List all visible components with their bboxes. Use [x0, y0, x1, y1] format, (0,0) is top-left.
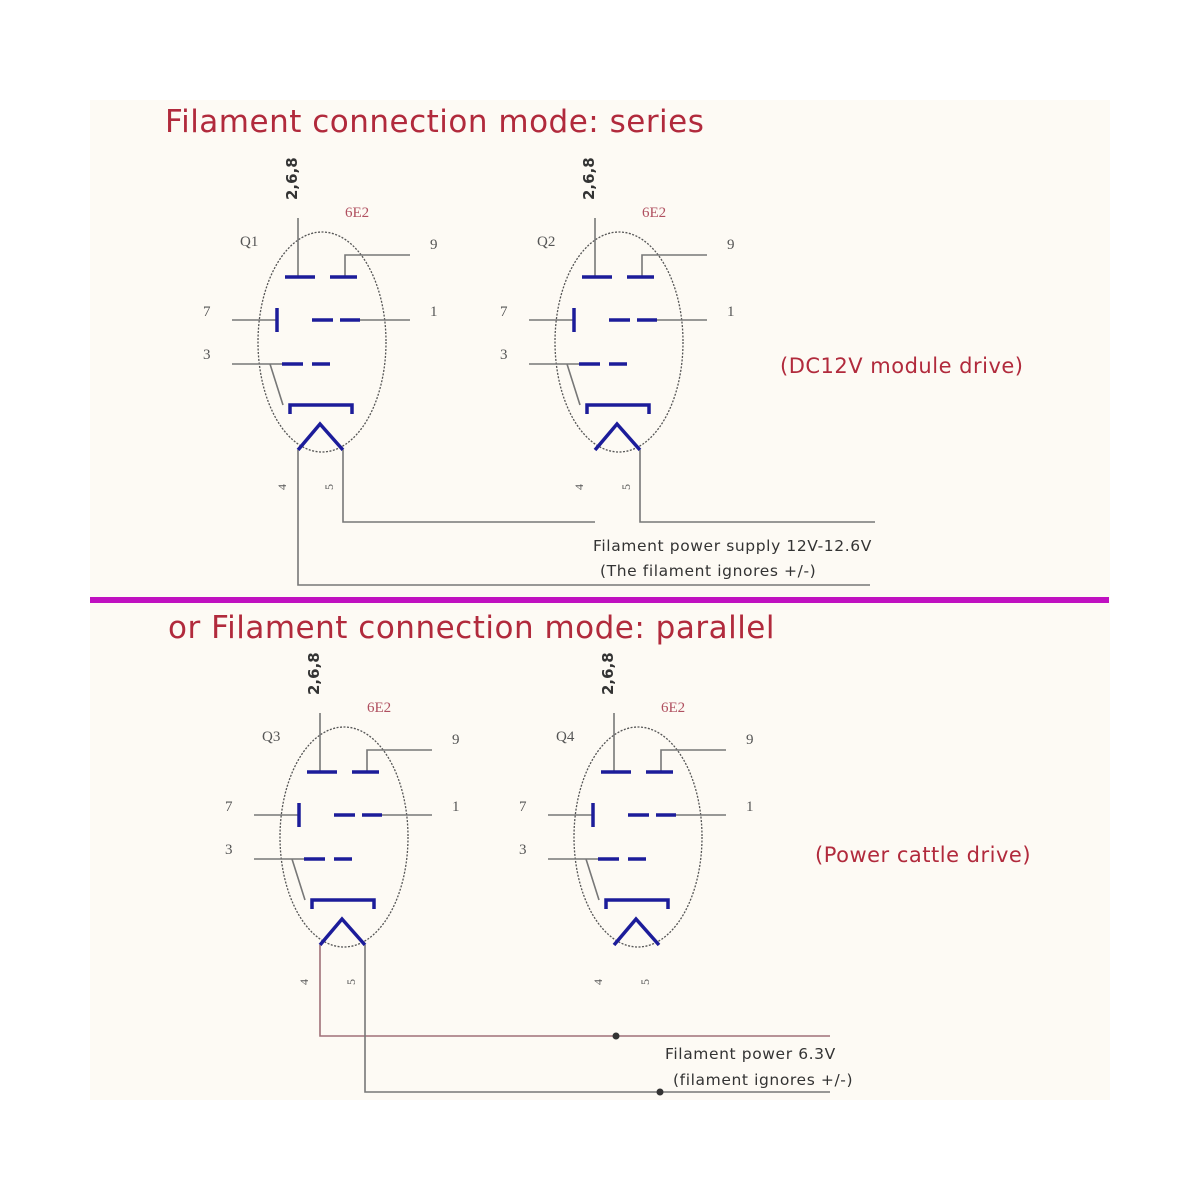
pin-label-5: 5 [344, 979, 358, 985]
junction-dot [612, 1032, 620, 1040]
heater-filament [593, 421, 642, 452]
grid-electrodes [275, 308, 360, 332]
tube-envelope [554, 231, 684, 453]
pin3-lead [254, 858, 306, 901]
pin-label-1: 1 [430, 304, 438, 320]
tube-ref-label: Q3 [262, 729, 280, 745]
grid-electrodes [297, 803, 382, 827]
cathode [604, 898, 670, 909]
pin-label-9: 9 [746, 732, 754, 748]
parallel-supply-wire-a [319, 945, 830, 1037]
tube-envelope [257, 231, 387, 453]
pin-label-1: 1 [452, 799, 460, 815]
pin3-lead [232, 363, 284, 406]
pin-label-3: 3 [519, 842, 527, 858]
tube-ref-label: Q1 [240, 234, 258, 250]
series-supply-label: Filament power supply 12V-12.6V [593, 537, 872, 555]
tube-ref-label: Q2 [537, 234, 555, 250]
parallel-title: or Filament connection mode: parallel [168, 610, 775, 646]
series-supply-note: (The filament ignores +/-) [600, 562, 816, 580]
pin9-lead [366, 749, 432, 772]
pin-label-1: 1 [727, 304, 735, 320]
pin-label-4: 4 [572, 484, 586, 490]
pin-label-4: 4 [591, 979, 605, 985]
tube-type-label: 6E2 [367, 700, 391, 716]
pin-label-1: 1 [746, 799, 754, 815]
tube-envelope [279, 726, 409, 948]
grid-electrodes [591, 803, 676, 827]
series-supply-wire-pos [639, 450, 875, 523]
pin-label-9: 9 [452, 732, 460, 748]
pin-label-4: 4 [275, 484, 289, 490]
pin-label-plate: 2,6,8 [305, 652, 323, 695]
tube-type-label: 6E2 [345, 205, 369, 221]
heater-filament [296, 421, 345, 452]
vacuum-tube-q2: Q2 6E2 2,6,8 9 7 1 3 4 5 [500, 157, 735, 490]
pin9-lead [660, 749, 726, 772]
parallel-supply-label: Filament power 6.3V [665, 1045, 836, 1063]
pin-label-plate: 2,6,8 [580, 157, 598, 200]
series-link-wire [342, 450, 595, 523]
pin9-lead [641, 254, 707, 277]
pin-label-7: 7 [225, 799, 233, 815]
pin3-lead [548, 858, 600, 901]
pin-label-3: 3 [225, 842, 233, 858]
pin-label-5: 5 [638, 979, 652, 985]
parallel-note: (Power cattle drive) [815, 843, 1031, 867]
pin9-lead [344, 254, 410, 277]
junction-dot [656, 1088, 664, 1096]
grid-electrodes [572, 308, 657, 332]
pin3-lead [529, 363, 581, 406]
pin-label-7: 7 [500, 304, 508, 320]
pin-label-9: 9 [727, 237, 735, 253]
tube-type-label: 6E2 [661, 700, 685, 716]
tube-ref-label: Q4 [556, 729, 575, 745]
pin-label-5: 5 [619, 484, 633, 490]
pin-label-3: 3 [500, 347, 508, 363]
vacuum-tube-q3: Q3 6E2 2,6,8 9 7 1 3 4 5 [225, 652, 460, 985]
series-supply-wire-neg [297, 450, 870, 586]
series-note: (DC12V module drive) [780, 354, 1024, 378]
heater-filament [612, 916, 661, 947]
cathode [310, 898, 376, 909]
series-title: Filament connection mode: series [165, 104, 704, 140]
tube-type-label: 6E2 [642, 205, 666, 221]
pin-label-5: 5 [322, 484, 336, 490]
vacuum-tube-q4: Q4 6E2 2,6,8 9 7 1 3 4 5 [519, 652, 754, 985]
heater-filament [318, 916, 367, 947]
vacuum-tube-q1: Q1 6E2 2,6,8 9 7 1 3 4 5 [203, 157, 438, 490]
pin-label-7: 7 [203, 304, 211, 320]
pin-label-plate: 2,6,8 [599, 652, 617, 695]
pin-label-3: 3 [203, 347, 211, 363]
pin-label-9: 9 [430, 237, 438, 253]
parallel-supply-note: (filament ignores +/-) [673, 1071, 853, 1089]
pin-label-7: 7 [519, 799, 527, 815]
pin-label-4: 4 [297, 979, 311, 985]
section-divider [90, 597, 1109, 603]
cathode [288, 403, 354, 414]
parallel-supply-wire-b [364, 945, 830, 1093]
tube-envelope [573, 726, 703, 948]
cathode [585, 403, 651, 414]
pin-label-plate: 2,6,8 [283, 157, 301, 200]
